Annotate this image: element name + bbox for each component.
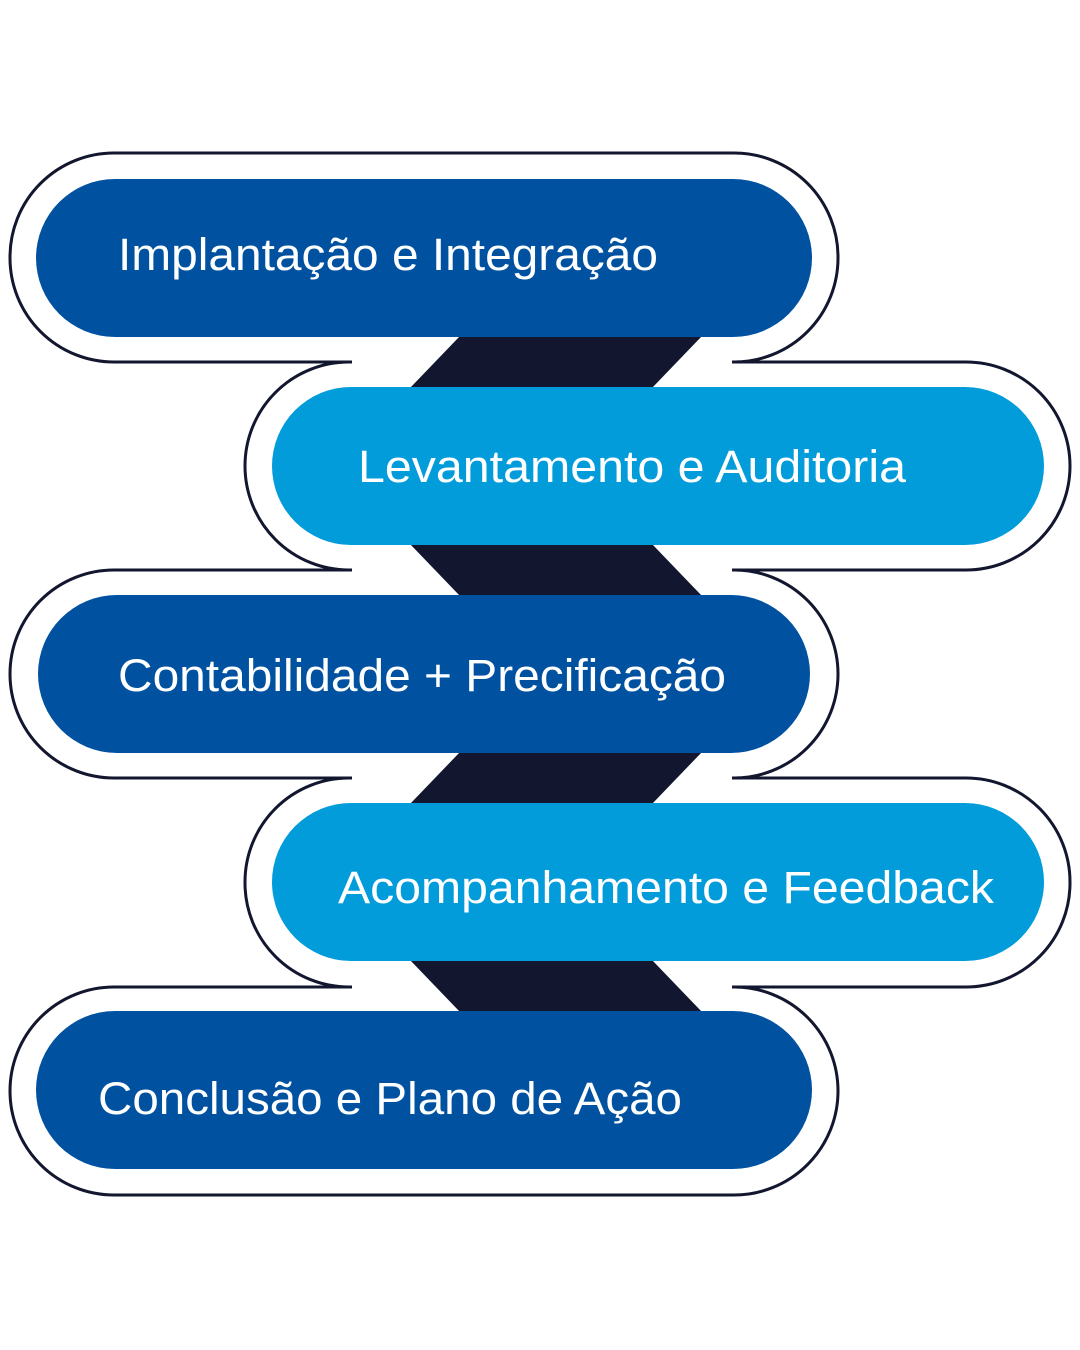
step-3-label: Contabilidade + Precificação bbox=[118, 650, 726, 701]
step-2-label: Levantamento e Auditoria bbox=[358, 441, 907, 492]
connector-2-3 bbox=[410, 544, 702, 596]
connector-4-5 bbox=[410, 960, 702, 1012]
step-4-label: Acompanhamento e Feedback bbox=[338, 862, 995, 913]
step-3-pill bbox=[38, 595, 810, 753]
connector-1-2 bbox=[410, 336, 702, 388]
step-5-pill bbox=[36, 1011, 812, 1169]
step-4-pill bbox=[272, 803, 1044, 961]
connector-3-4 bbox=[410, 752, 702, 804]
step-1-label: Implantação e Integração bbox=[118, 229, 658, 280]
step-1-pill bbox=[36, 179, 812, 337]
step-2-pill bbox=[272, 387, 1044, 545]
step-5-label: Conclusão e Plano de Ação bbox=[98, 1073, 682, 1124]
